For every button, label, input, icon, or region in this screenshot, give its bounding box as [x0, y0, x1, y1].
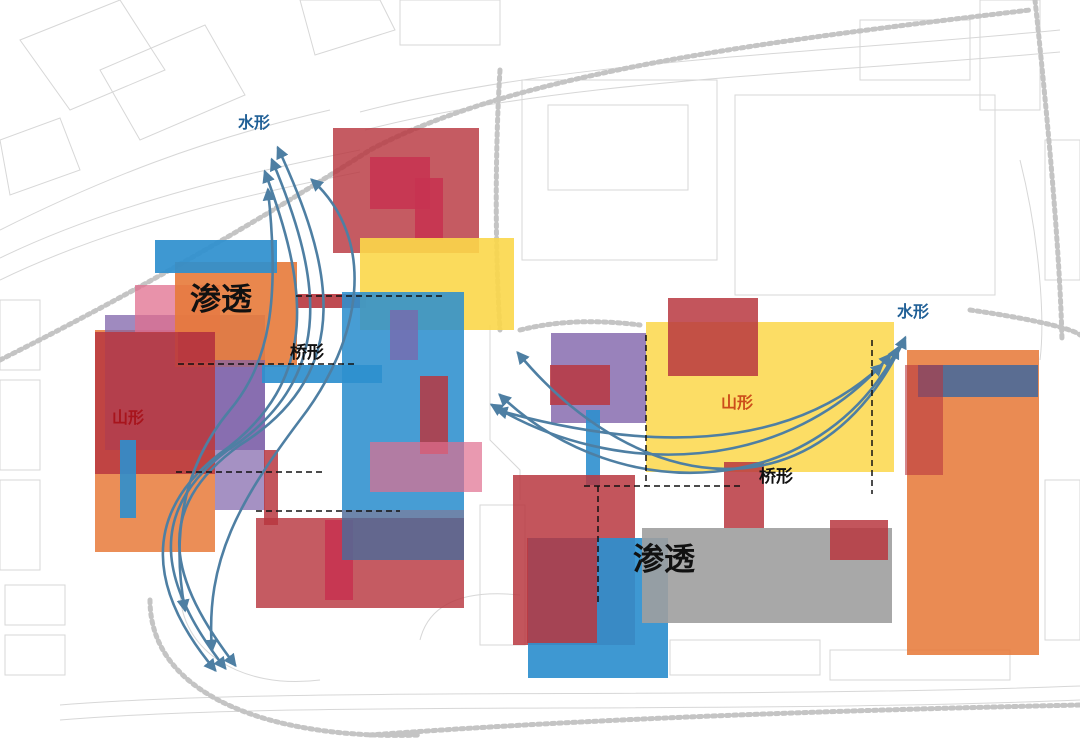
permeate-label: 渗透	[190, 282, 252, 318]
base-parcel	[99, 24, 246, 141]
mountain-label: 山形	[112, 408, 145, 427]
base-road-dotted	[967, 307, 1080, 338]
arrow-icon	[494, 363, 884, 439]
base-parcel	[19, 0, 166, 111]
base-building	[1044, 139, 1080, 281]
arrow-icon	[178, 145, 325, 668]
base-road-dotted	[517, 319, 643, 333]
crimson-massing-block	[415, 178, 443, 240]
bridge-label: 桥形	[759, 467, 793, 487]
base-building	[547, 104, 689, 191]
base-parcel	[299, 0, 396, 56]
base-road-dotted	[147, 597, 423, 738]
base-building	[859, 19, 971, 81]
base-parcel	[399, 0, 501, 46]
permeate-label: 渗透	[633, 542, 695, 578]
arrow-icon	[176, 187, 276, 613]
red-massing-block	[830, 520, 888, 560]
base-parcel	[734, 94, 996, 296]
bridge-label: 桥形	[290, 343, 324, 363]
mountain-label: 山形	[721, 393, 754, 412]
base-building	[1044, 479, 1080, 641]
pink-massing-block	[370, 442, 482, 492]
base-building	[0, 379, 41, 471]
base-road-line	[59, 685, 1080, 706]
purple-massing-block	[390, 310, 418, 360]
base-building	[0, 479, 41, 571]
red-massing-block	[420, 376, 448, 454]
base-road-line	[359, 29, 1061, 113]
base-road-line	[59, 699, 1080, 721]
arrow-icon	[204, 178, 356, 653]
base-road-line	[1019, 159, 1043, 361]
arrow-icon	[169, 157, 312, 671]
red-massing-block	[527, 538, 597, 643]
arrow-icon	[516, 335, 907, 471]
red-massing-block	[905, 365, 943, 475]
base-road-line	[364, 51, 1061, 131]
base-parcel	[521, 79, 718, 261]
base-road-line	[0, 109, 331, 231]
water-label: 水形	[897, 302, 930, 321]
base-building	[4, 584, 66, 626]
base-road-dotted	[367, 702, 1080, 738]
slate-massing-block	[342, 510, 464, 560]
base-road-dotted	[1032, 0, 1065, 343]
red-massing-block	[724, 462, 764, 528]
base-building	[0, 299, 41, 371]
base-building	[4, 634, 66, 676]
blue-massing-block	[586, 410, 600, 485]
arrow-icon	[489, 353, 892, 456]
base-parcel	[0, 117, 81, 196]
blue-massing-block	[120, 440, 136, 518]
water-label: 水形	[238, 113, 271, 132]
base-building	[669, 639, 821, 676]
